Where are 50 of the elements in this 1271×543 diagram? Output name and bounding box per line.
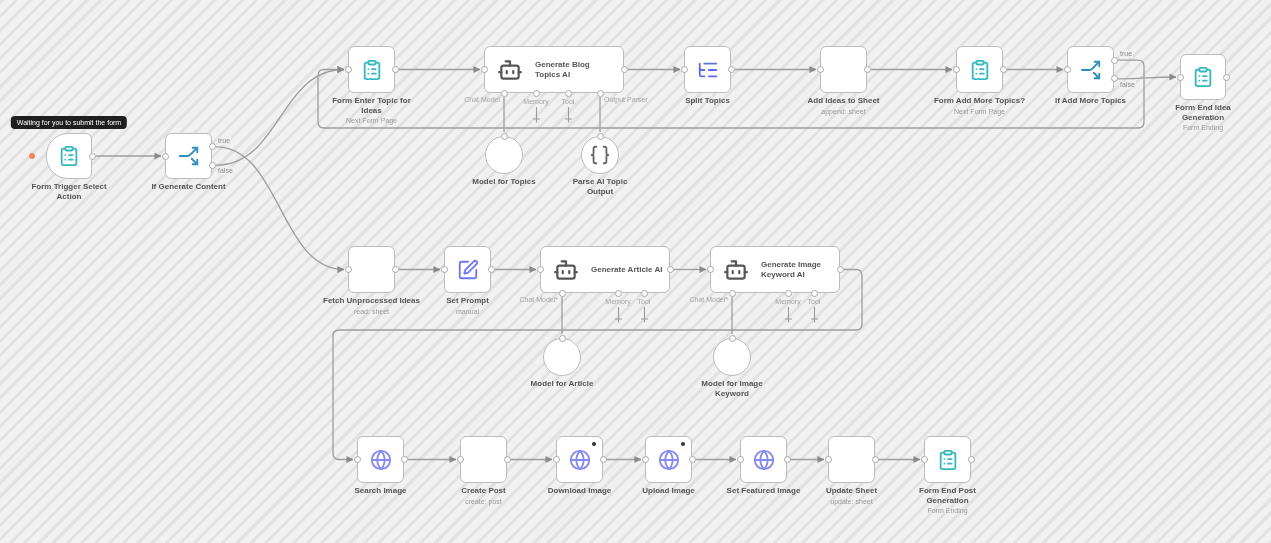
- node-title: Generate Blog Topics AI: [535, 59, 591, 80]
- connector-line: [561, 296, 563, 335]
- node-title: Set Featured Image: [726, 486, 801, 496]
- connector-arrow: [1117, 73, 1177, 81]
- connector-arrow: [606, 456, 642, 463]
- node-title: Form End Post Generation: [918, 486, 977, 505]
- node-title: Split Topics: [685, 96, 730, 106]
- workflow-node: [484, 46, 624, 93]
- connector-line: [503, 96, 505, 133]
- node-title: Parse AI Topic Output: [571, 177, 629, 196]
- node-title: If Add More Topics: [1054, 96, 1127, 106]
- connector-arrow: [215, 146, 345, 272]
- connector-arrow: [95, 152, 162, 160]
- workflow-node: [710, 246, 840, 293]
- node-title: Upload Image: [642, 486, 695, 496]
- node-title: Model for Topics: [472, 177, 536, 187]
- node-title: Form End Idea Generation: [1174, 103, 1232, 122]
- node-title: Set Prompt: [446, 296, 489, 306]
- connector-arrow: [494, 266, 537, 273]
- node-title: Add Ideas to Sheet: [807, 96, 880, 106]
- connector-arrow: [878, 456, 921, 463]
- connector-arrow: [510, 456, 553, 463]
- node-title: Form Trigger Select Action: [30, 182, 108, 201]
- connector-arrow: [870, 66, 953, 73]
- node-title: Download Image: [547, 486, 612, 496]
- connector-arrow: [734, 66, 817, 73]
- node-title: Model for Article: [530, 379, 594, 389]
- workflow-node: [540, 246, 670, 293]
- node-title: Fetch Unprocessed Ideas: [323, 296, 420, 306]
- connector-arrow: [317, 59, 1145, 129]
- connector-arrow: [398, 266, 441, 273]
- node-title: Form Enter Topic for Ideas: [331, 96, 412, 115]
- node-title: Generate Image Keyword AI: [761, 259, 823, 280]
- node-title: Model for Image Keyword: [700, 379, 764, 398]
- node-title: Form Add More Topics?: [933, 96, 1026, 106]
- connector-arrow: [1006, 66, 1064, 73]
- node-title: If Generate Content: [151, 182, 226, 192]
- connector-arrow: [695, 456, 737, 463]
- node-title: Update Sheet: [825, 486, 878, 496]
- connector-line: [731, 296, 733, 335]
- connector-arrow: [407, 456, 457, 463]
- node-title: Search Image: [354, 486, 407, 496]
- node-title: Create Post: [461, 486, 506, 496]
- connector-arrow: [673, 266, 707, 273]
- connector-arrow: [332, 268, 863, 463]
- connector-arrow: [398, 66, 481, 73]
- connector-arrow: [790, 456, 825, 463]
- connector-line: [599, 96, 601, 133]
- connector-arrow: [627, 66, 681, 73]
- node-title: Generate Article AI: [591, 264, 663, 275]
